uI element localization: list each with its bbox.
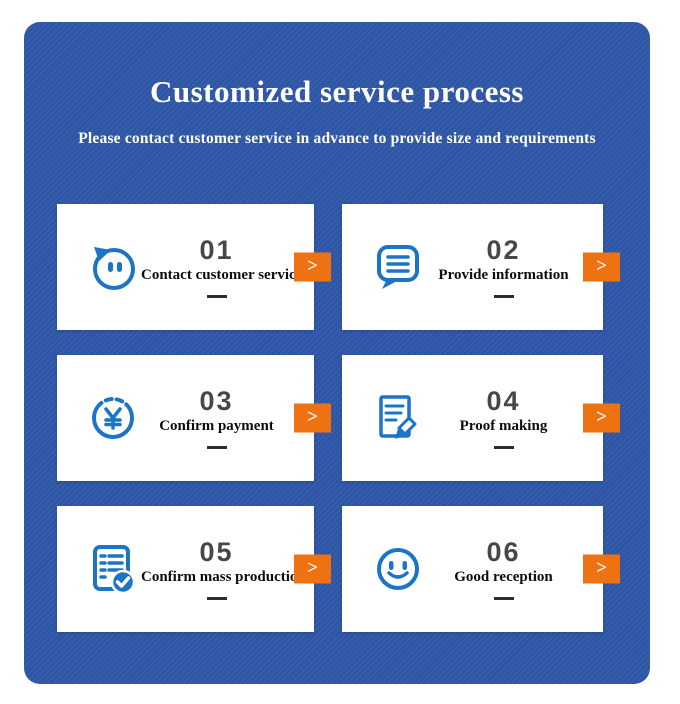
step-number: 05 (199, 536, 234, 567)
checklist-check-icon (85, 541, 141, 597)
step-number: 06 (486, 536, 521, 567)
service-process-panel: Customized service process Please contac… (24, 22, 650, 684)
step-arrow-button[interactable]: > (583, 403, 620, 433)
steps-grid: 01 Contact customer service > 02 Provide… (57, 204, 620, 632)
step-text-block: 01 Contact customer service (141, 234, 314, 299)
step-card: 01 Contact customer service > (57, 204, 331, 330)
step-label: Proof making (459, 418, 548, 435)
step-underline (493, 597, 514, 601)
step-number: 04 (486, 385, 521, 416)
step-text-block: 04 Proof making (426, 385, 603, 450)
step-label: Good reception (454, 569, 553, 586)
step-card: 04 Proof making > (342, 355, 620, 481)
step-arrow-button[interactable]: > (583, 252, 620, 282)
step-number: 02 (486, 234, 521, 265)
message-lines-icon (370, 239, 426, 295)
step-arrow-button[interactable]: > (294, 554, 331, 584)
step-arrow-button[interactable]: > (294, 252, 331, 282)
step-text-block: 02 Provide information (426, 234, 603, 299)
step-card: 03 Confirm payment > (57, 355, 331, 481)
step-underline (493, 295, 514, 299)
step-label: Confirm payment (159, 418, 274, 435)
yen-coin-icon (85, 390, 141, 446)
step-underline (206, 295, 227, 299)
step-label: Contact customer service (141, 267, 303, 284)
chat-smiley-icon (85, 239, 141, 295)
step-arrow-button[interactable]: > (294, 403, 331, 433)
step-text-block: 05 Confirm mass production (141, 536, 314, 601)
step-card: 02 Provide information > (342, 204, 620, 330)
step-arrow-button[interactable]: > (583, 554, 620, 584)
page-title: Customized service process (149, 74, 524, 109)
step-card: 06 Good reception > (342, 506, 620, 632)
step-underline (206, 597, 227, 601)
step-number: 01 (199, 234, 234, 265)
page-subtitle: Please contact customer service in advan… (78, 130, 596, 147)
step-number: 03 (199, 385, 234, 416)
step-card: 05 Confirm mass production > (57, 506, 331, 632)
step-text-block: 03 Confirm payment (141, 385, 314, 450)
step-text-block: 06 Good reception (426, 536, 603, 601)
step-label: Provide information (438, 267, 569, 284)
smiley-face-icon (370, 541, 426, 597)
document-pencil-icon (370, 390, 426, 446)
step-underline (206, 446, 227, 450)
step-label: Confirm mass production (141, 569, 306, 586)
step-underline (493, 446, 514, 450)
